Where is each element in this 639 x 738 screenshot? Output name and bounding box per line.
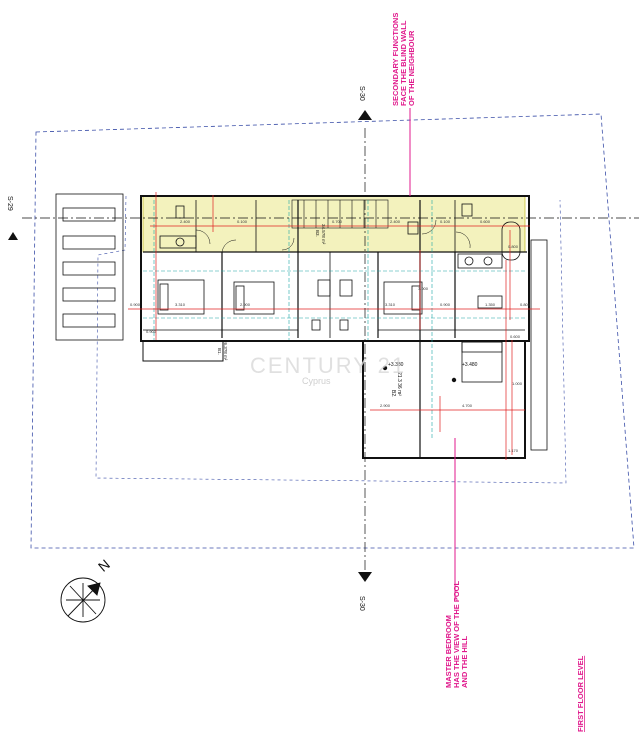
bed-b2 — [233, 281, 275, 315]
annotation-secondary: SECONDARY FUNCTIONS FACE THE BLIND WALL … — [391, 13, 416, 106]
parking-area — [55, 193, 124, 341]
dim-mid-2: 3.310 — [175, 302, 186, 307]
room-code-b1: B1. — [217, 348, 222, 355]
room-area-b1: 26.3?8 m² — [223, 340, 228, 361]
section-marker-left-icon — [8, 232, 18, 240]
dim-top-4: 2.400 — [390, 219, 401, 224]
dim-side-4: 0.800 — [508, 244, 519, 249]
level-title: FIRST FLOOR LEVEL — [576, 655, 585, 732]
section-label-top: S-30 — [358, 86, 365, 101]
section-lines — [22, 128, 639, 575]
dim-low-3: 1.000 — [512, 381, 523, 386]
staircase — [291, 199, 389, 229]
annotation-secondary-line-2: FACE THE BLIND WALL — [399, 20, 408, 106]
dim-mid-1: 0.900 — [130, 302, 141, 307]
north-arrow-icon — [60, 577, 106, 623]
level-b: +3.480 — [462, 362, 478, 368]
section-label-bottom: S-30 — [358, 596, 365, 611]
annotation-master-line-3: AND THE HILL — [460, 636, 469, 688]
room-area-b2: 21.3 36 m² — [396, 372, 402, 396]
dim-top-1: 2.400 — [180, 219, 191, 224]
setback-line — [95, 195, 567, 484]
dim-top-3: 0.700 — [332, 219, 343, 224]
dim-mid-3: 2.900 — [240, 302, 251, 307]
dim-side-2: 0.600 — [510, 334, 521, 339]
dim-top-6: 0.600 — [480, 219, 491, 224]
doors — [195, 219, 471, 253]
dim-low-1: 2.900 — [380, 403, 391, 408]
structural-grid — [143, 200, 527, 440]
dim-side-3: 1.170 — [508, 448, 519, 453]
annotation-secondary-line-3: OF THE NEIGHBOUR — [407, 30, 416, 106]
section-marker-bottom-icon — [358, 572, 372, 582]
north-label: N — [95, 556, 113, 575]
watermark-sub: Cyprus — [302, 376, 331, 386]
annotation-master: MASTER BEDROOM HAS THE VIEW OF THE POOL … — [444, 580, 469, 688]
dim-low-2: 4.700 — [462, 403, 473, 408]
annotation-master-line-2: HAS THE VIEW OF THE POOL — [452, 580, 461, 688]
room-code-b3: B3. — [315, 230, 320, 237]
dimension-lines — [128, 192, 540, 460]
dim-top-2: 0.100 — [237, 219, 248, 224]
section-marker-top-icon — [358, 110, 372, 120]
room-labels: B2. 21.3 36 m² B3. 34.5?8 m² B1. 26.3?8 … — [217, 224, 478, 398]
dim-mid-6: 1.350 — [485, 302, 496, 307]
annotation-master-line-1: MASTER BEDROOM — [444, 615, 453, 688]
level-markers — [382, 365, 457, 383]
annotation-leaders — [409, 108, 456, 600]
dim-side-5: 3.000 — [418, 286, 429, 291]
dim-mid-5: 0.900 — [440, 302, 451, 307]
dim-mid-4: 3.310 — [385, 302, 396, 307]
furniture — [157, 203, 521, 383]
bed-b1 — [157, 279, 205, 315]
dim-side-1: 0.900 — [146, 329, 157, 334]
service-zone — [142, 195, 526, 253]
bathtub — [501, 221, 521, 261]
dimension-labels: 2.400 0.100 0.700 2.400 0.100 0.600 0.90… — [130, 219, 531, 453]
dim-mid-7: 0.800 — [520, 302, 531, 307]
dim-top-5: 0.100 — [440, 219, 451, 224]
room-code-b2: B2. — [390, 390, 396, 398]
watermark-brand: CENTURY 21 — [250, 353, 406, 378]
bed-b3 — [383, 281, 423, 315]
section-label-left: S-29 — [6, 196, 13, 211]
level-a: +3.380 — [388, 362, 404, 368]
room-area-b3: 34.5?8 m² — [321, 224, 326, 245]
annotation-secondary-line-1: SECONDARY FUNCTIONS — [391, 13, 400, 106]
